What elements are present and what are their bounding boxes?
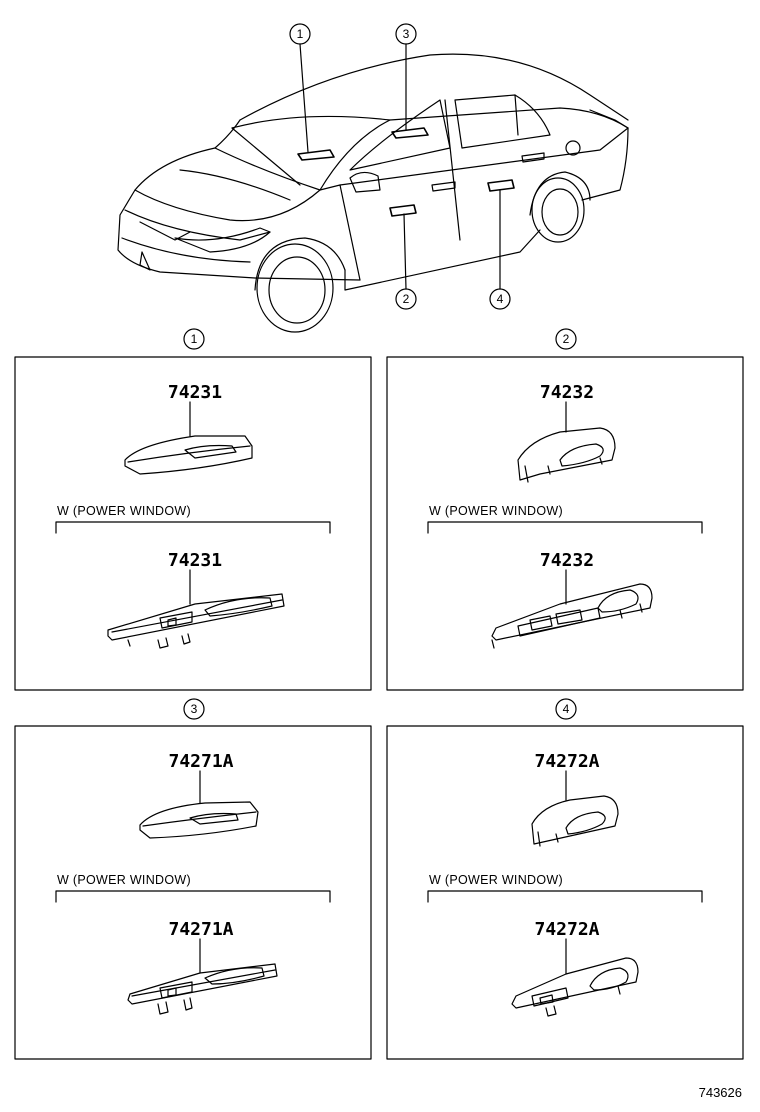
panel-callout-circle-1	[183, 328, 205, 350]
callout-label-2: 2	[403, 292, 410, 306]
panel-2-part-top	[517, 401, 616, 483]
panel-1-part-number-top: 74231	[168, 382, 222, 403]
panel-4-id: 4	[563, 702, 570, 716]
panel-4-option-bracket	[427, 890, 703, 903]
panel-1-part-number-bottom: 74231	[168, 550, 222, 571]
panel-4-part-bottom	[511, 938, 639, 1017]
panel-2-frame	[386, 356, 744, 691]
panel-4-part-number-bottom: 74272A	[534, 919, 599, 940]
panel-4-frame	[386, 725, 744, 1060]
callout-label-4: 4	[497, 292, 504, 306]
panel-2-part-bottom	[491, 569, 653, 649]
callout-circle-2	[395, 288, 417, 310]
diagram-reference-code: 743626	[699, 1085, 742, 1100]
panel-1-option-bracket	[55, 521, 331, 534]
callout-circle-4	[489, 288, 511, 310]
panel-2-part-number-bottom: 74232	[540, 550, 594, 571]
callout-label-3: 3	[403, 27, 410, 41]
panel-3-part-bottom	[127, 938, 278, 1015]
panel-3-part-number-bottom: 74271A	[168, 919, 233, 940]
panel-3-frame	[14, 725, 372, 1060]
panel-3-id: 3	[191, 702, 198, 716]
panel-2-part-number-top: 74232	[540, 382, 594, 403]
panel-4-option-label: W (POWER WINDOW)	[429, 873, 563, 887]
panel-2-id: 2	[563, 332, 570, 346]
panel-3-part-number-top: 74271A	[168, 751, 233, 772]
callout-circle-3	[395, 23, 417, 45]
callout-circle-1	[289, 23, 311, 45]
panel-callout-circle-3	[183, 698, 205, 720]
panel-4-part-number-top: 74272A	[534, 751, 599, 772]
panel-callout-circle-4	[555, 698, 577, 720]
panel-1-part-bottom	[107, 569, 285, 649]
panel-1-option-label: W (POWER WINDOW)	[57, 504, 191, 518]
panel-3-option-label: W (POWER WINDOW)	[57, 873, 191, 887]
panel-3-part-top	[139, 770, 259, 839]
panel-1-id: 1	[191, 332, 198, 346]
panel-3-option-bracket	[55, 890, 331, 903]
panel-callout-circle-2	[555, 328, 577, 350]
car-illustration	[117, 43, 629, 333]
callout-label-1: 1	[297, 27, 304, 41]
panel-1-part-top	[124, 401, 253, 475]
panel-2-option-label: W (POWER WINDOW)	[429, 504, 563, 518]
panel-1-frame	[14, 356, 372, 691]
panel-2-option-bracket	[427, 521, 703, 534]
panel-4-part-top	[531, 770, 619, 847]
